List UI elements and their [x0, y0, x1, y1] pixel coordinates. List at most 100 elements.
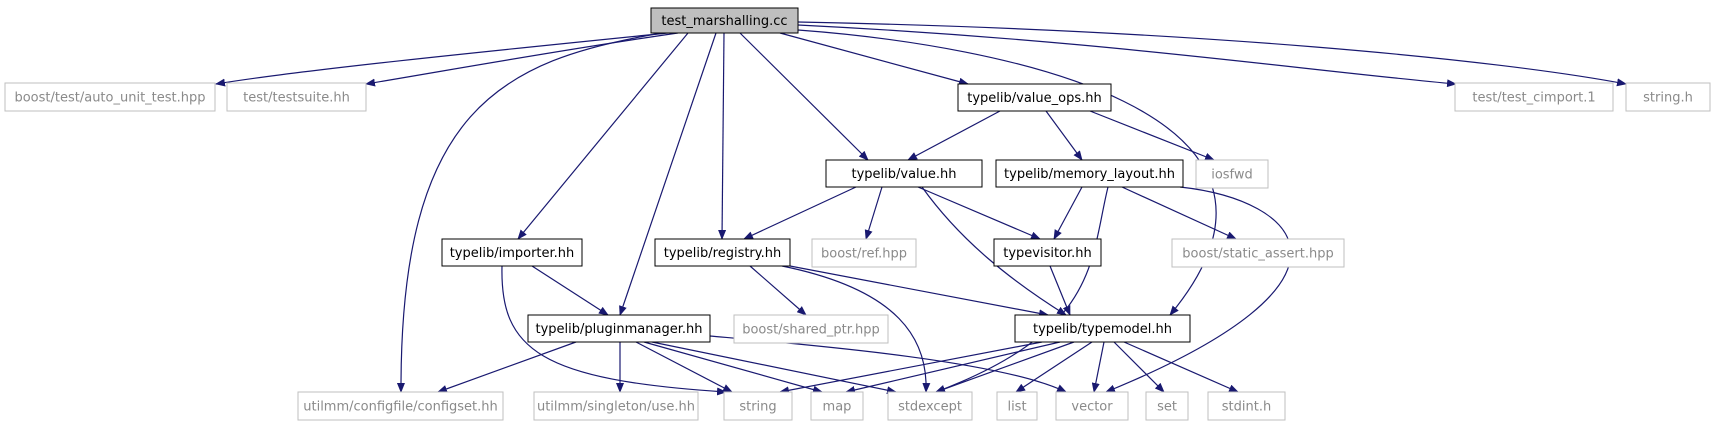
- node-list: list: [996, 391, 1038, 421]
- node-box: [1014, 314, 1191, 343]
- node-label: boost/ref.hpp: [821, 247, 907, 262]
- node-memory_layout[interactable]: typelib/memory_layout.hh: [995, 159, 1184, 188]
- edge-pluginmanager-to-string: [635, 341, 733, 393]
- edge-root-to-pluginmanager: [619, 32, 717, 316]
- edge-root-to-testsuite: [365, 32, 679, 87]
- node-label: map: [823, 400, 852, 415]
- node-box: [1207, 391, 1286, 421]
- node-vector: vector: [1055, 391, 1129, 421]
- node-label: typevisitor.hh: [1003, 246, 1092, 261]
- edge-value_ops-to-memory_layout: [1045, 110, 1083, 161]
- edge-root-to-value: [739, 32, 869, 161]
- edge-pluginmanager-to-configset: [437, 341, 577, 393]
- node-stdexcept: stdexcept: [887, 391, 973, 421]
- node-value[interactable]: typelib/value.hh: [825, 159, 983, 188]
- edge-root-to-string_h: [797, 21, 1627, 87]
- node-importer[interactable]: typelib/importer.hh: [441, 238, 583, 267]
- node-label: stdint.h: [1222, 400, 1271, 415]
- edge-value-to-registry: [743, 186, 857, 240]
- node-ref: boost/ref.hpp: [811, 238, 917, 268]
- edge-typemodel-to-map: [845, 341, 1061, 394]
- edge-importer-to-string: [501, 265, 727, 396]
- node-box: [4, 82, 216, 112]
- edge-memory_layout-to-typevisitor: [1053, 186, 1083, 240]
- node-label: test_marshalling.cc: [661, 14, 787, 29]
- node-box: [1145, 391, 1189, 421]
- node-iosfwd: iosfwd: [1195, 159, 1269, 189]
- node-test_cimport: test/test_cimport.1: [1454, 82, 1614, 112]
- node-box: [723, 391, 793, 421]
- edge-value-to-ref: [864, 186, 883, 240]
- edge-root-to-registry: [718, 32, 727, 240]
- node-label: typelib/typemodel.hh: [1033, 322, 1172, 337]
- edge-typemodel-to-list: [1015, 341, 1093, 393]
- node-value_ops[interactable]: typelib/value_ops.hh: [957, 83, 1112, 112]
- node-label: typelib/value.hh: [851, 167, 956, 182]
- node-singleton_use: utilmm/singleton/use.hh: [533, 391, 699, 421]
- edge-value_ops-to-value: [907, 110, 1001, 161]
- node-label: boost/shared_ptr.hpp: [742, 323, 880, 338]
- node-label: string: [739, 400, 776, 415]
- edge-registry-to-typemodel: [789, 265, 1049, 318]
- node-testsuite: test/testsuite.hh: [226, 82, 367, 112]
- edge-registry-to-shared_ptr: [749, 265, 807, 316]
- node-box: [226, 82, 367, 112]
- edge-value-to-typevisitor: [917, 186, 1041, 240]
- edge-registry-to-stdexcept: [781, 265, 931, 393]
- edge-typemodel-to-string: [779, 341, 1043, 395]
- edge-root-to-typemodel: [797, 29, 1217, 316]
- node-box: [654, 238, 791, 267]
- node-string_h: string.h: [1625, 82, 1711, 112]
- edge-root-to-test_cimport: [797, 24, 1457, 88]
- node-label: stdexcept: [898, 400, 962, 415]
- node-box: [957, 83, 1112, 112]
- node-label: utilmm/singleton/use.hh: [537, 400, 695, 415]
- node-box: [533, 391, 699, 421]
- node-root[interactable]: test_marshalling.cc: [650, 7, 799, 34]
- node-box: [1055, 391, 1129, 421]
- node-string: string: [723, 391, 793, 421]
- edges: [215, 21, 1627, 396]
- node-box: [1171, 238, 1345, 268]
- node-box: [887, 391, 973, 421]
- node-label: set: [1157, 400, 1177, 415]
- edge-root-to-auto_unit_test: [215, 32, 669, 87]
- node-box: [996, 391, 1038, 421]
- edge-root-to-value_ops: [779, 32, 969, 86]
- node-label: typelib/registry.hh: [664, 246, 781, 261]
- node-box: [995, 159, 1184, 188]
- node-label: vector: [1071, 400, 1113, 415]
- node-set: set: [1145, 391, 1189, 421]
- node-label: utilmm/configfile/configset.hh: [303, 400, 498, 415]
- edge-typevisitor-to-typemodel: [1049, 265, 1071, 316]
- node-auto_unit_test: boost/test/auto_unit_test.hpp: [4, 82, 216, 112]
- node-configset: utilmm/configfile/configset.hh: [297, 391, 504, 421]
- node-label: iosfwd: [1211, 168, 1253, 183]
- node-label: string.h: [1643, 91, 1693, 106]
- node-shared_ptr: boost/shared_ptr.hpp: [733, 314, 889, 344]
- node-box: [650, 7, 799, 34]
- edge-memory_layout-to-stdexcept: [935, 186, 1109, 393]
- node-box: [1454, 82, 1614, 112]
- node-label: boost/static_assert.hpp: [1182, 247, 1333, 262]
- edge-typemodel-to-stdint: [1123, 341, 1239, 393]
- node-pluginmanager[interactable]: typelib/pluginmanager.hh: [527, 314, 711, 343]
- node-registry[interactable]: typelib/registry.hh: [654, 238, 791, 267]
- node-label: boost/test/auto_unit_test.hpp: [14, 91, 205, 106]
- node-label: typelib/importer.hh: [450, 246, 575, 261]
- node-stdint: stdint.h: [1207, 391, 1286, 421]
- node-label: typelib/pluginmanager.hh: [536, 322, 703, 337]
- node-typevisitor[interactable]: typevisitor.hh: [993, 238, 1102, 267]
- node-box: [297, 391, 504, 421]
- edge-pluginmanager-to-map: [643, 341, 823, 394]
- edge-root-to-importer: [517, 32, 689, 240]
- node-map: map: [810, 391, 864, 421]
- node-typemodel[interactable]: typelib/typemodel.hh: [1014, 314, 1191, 343]
- node-box: [993, 238, 1102, 267]
- edge-typemodel-to-stdexcept: [935, 341, 1075, 393]
- edge-typemodel-to-vector: [1091, 341, 1105, 393]
- node-box: [733, 314, 889, 344]
- edge-typemodel-to-set: [1113, 341, 1165, 393]
- edge-importer-to-pluginmanager: [531, 265, 609, 316]
